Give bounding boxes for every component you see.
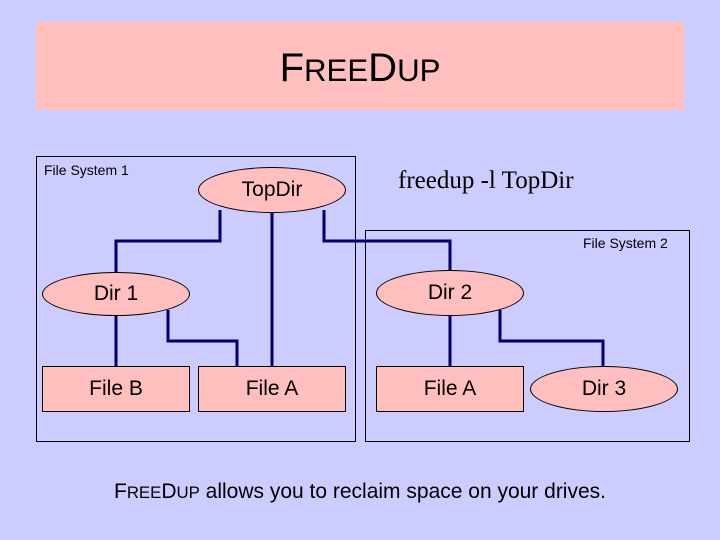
caption-letter-d: D xyxy=(161,480,177,503)
caption-rest: allows you to reclaim space on your driv… xyxy=(199,480,606,503)
file-system-1-label: File System 1 xyxy=(44,162,129,178)
node-file-a-fs1: File A xyxy=(198,366,346,412)
command-text: freedup -l TopDir xyxy=(398,167,574,194)
caption-letters-ree: REE xyxy=(126,483,162,502)
title-banner: FREEDUP xyxy=(36,22,684,110)
slide-caption: FREEDUP allows you to reclaim space on y… xyxy=(0,478,720,507)
file-system-2-label: File System 2 xyxy=(583,235,668,251)
node-dir-3: Dir 3 xyxy=(530,366,678,412)
title-letter-f: F xyxy=(279,46,305,90)
node-file-a-fs2: File A xyxy=(376,366,524,412)
title-letter-d: D xyxy=(368,46,398,90)
caption-letters-up: UP xyxy=(176,483,200,502)
title-letters-up: UP xyxy=(397,53,441,88)
caption-letter-f: F xyxy=(113,480,127,503)
title-letters-ree: REE xyxy=(304,53,369,88)
slide-title: FREEDUP xyxy=(36,44,684,95)
node-topdir: TopDir xyxy=(198,167,346,213)
file-system-2-box xyxy=(365,230,690,442)
node-file-b: File B xyxy=(42,366,190,412)
node-dir-1: Dir 1 xyxy=(42,272,190,316)
node-dir-2: Dir 2 xyxy=(376,270,524,316)
file-system-1-box xyxy=(36,156,356,442)
